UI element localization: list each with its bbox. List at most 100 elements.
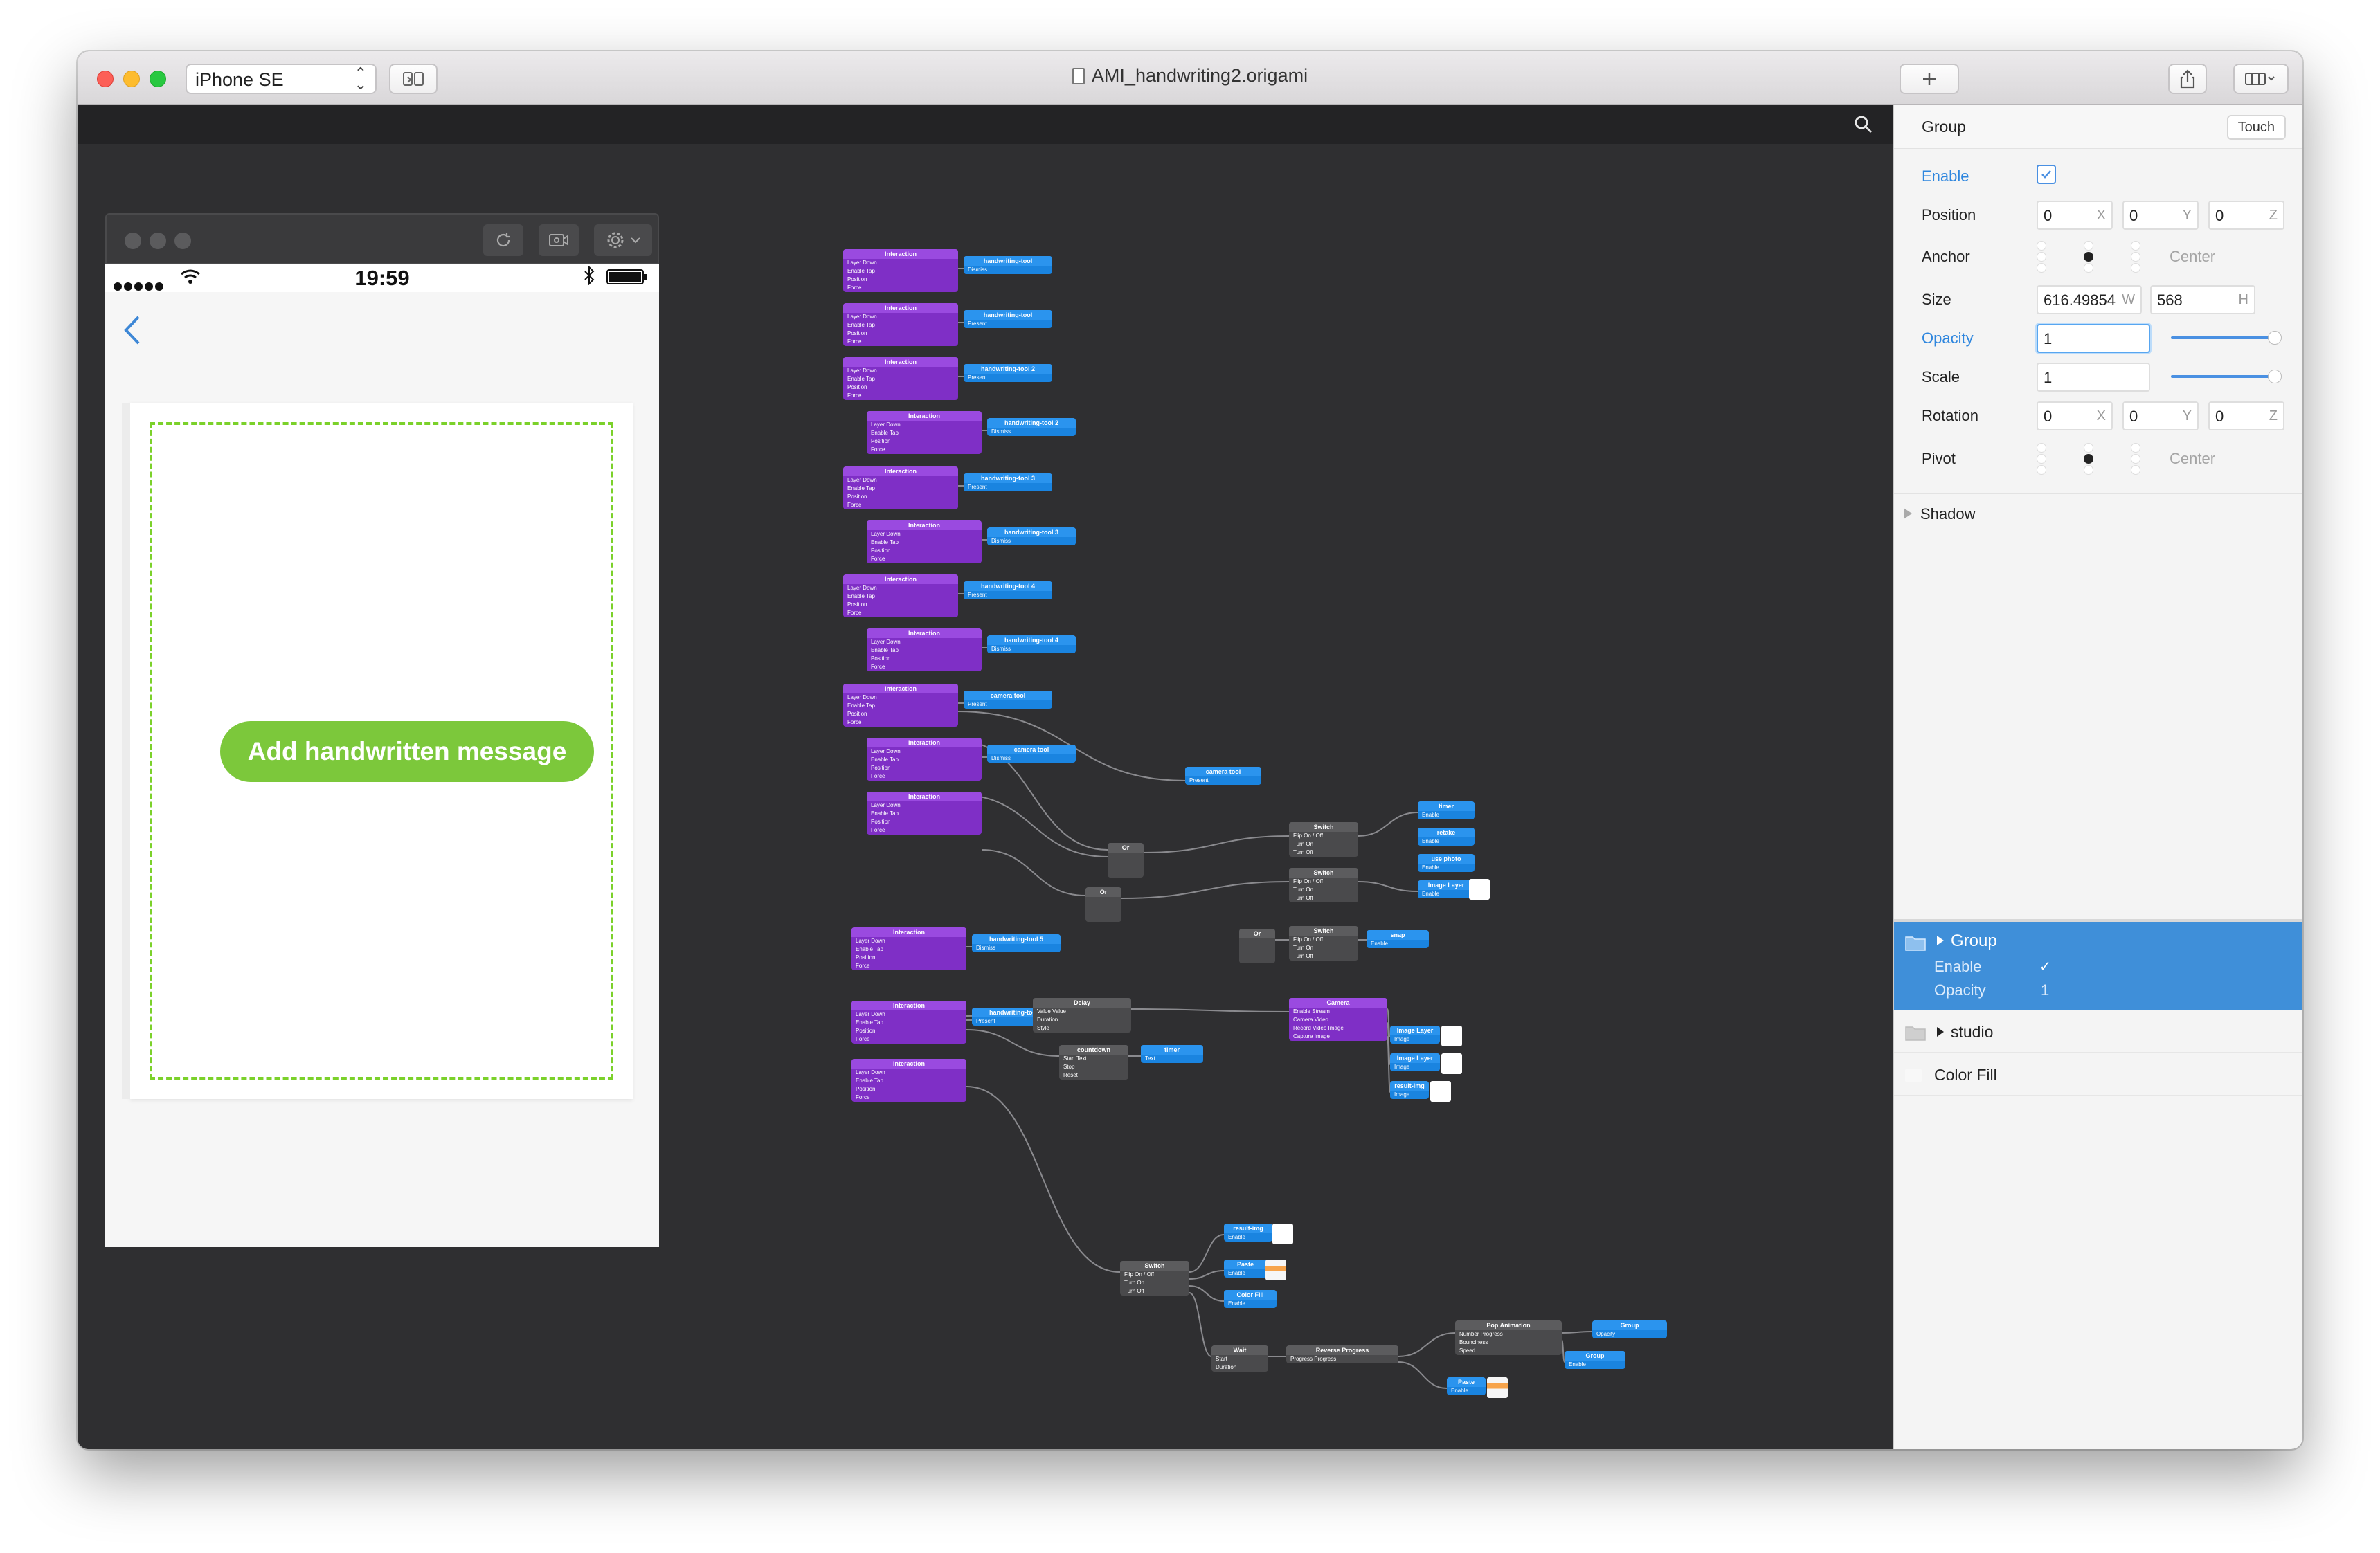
add-handwritten-message-button[interactable]: Add handwritten message bbox=[220, 721, 594, 782]
reload-button[interactable] bbox=[483, 224, 523, 256]
record-button[interactable] bbox=[539, 224, 579, 256]
pivot-picker[interactable] bbox=[2037, 443, 2140, 475]
canvas-area[interactable]: 19:59 Add handwritten message Interactio… bbox=[78, 105, 1893, 1449]
opacity-field[interactable]: 1 bbox=[2037, 324, 2150, 353]
disclosure-triangle-icon bbox=[1904, 508, 1912, 519]
close-window-button[interactable] bbox=[97, 71, 114, 87]
scale-field[interactable]: 1 bbox=[2037, 363, 2150, 392]
phone-preview[interactable]: 19:59 Add handwritten message bbox=[105, 264, 659, 1247]
scale-slider-knob[interactable] bbox=[2268, 370, 2282, 383]
touch-button[interactable]: Touch bbox=[2226, 115, 2286, 140]
enable-checkbox[interactable] bbox=[2037, 165, 2056, 184]
minimize-window-button[interactable] bbox=[123, 71, 140, 87]
search-icon[interactable] bbox=[1854, 115, 1873, 134]
back-chevron-icon[interactable] bbox=[119, 313, 147, 347]
expand-triangle-icon[interactable] bbox=[1936, 1026, 1945, 1038]
scale-slider[interactable] bbox=[2171, 375, 2275, 378]
add-button[interactable] bbox=[1900, 64, 1959, 94]
bluetooth-icon bbox=[584, 266, 595, 285]
share-button[interactable] bbox=[2168, 64, 2207, 94]
expand-triangle-icon[interactable] bbox=[1936, 934, 1945, 947]
layout-toggle-button[interactable] bbox=[2233, 64, 2289, 94]
shadow-section[interactable]: Shadow bbox=[1894, 493, 2302, 532]
layer-item-studio[interactable]: studio bbox=[1894, 1012, 2302, 1053]
opacity-slider-knob[interactable] bbox=[2268, 331, 2282, 345]
viewer-settings-button[interactable] bbox=[594, 224, 652, 256]
or-node[interactable]: Or bbox=[1108, 843, 1144, 878]
layer-item-group[interactable]: Group Enable ✓ Opacity 1 bbox=[1894, 922, 2302, 1010]
layer-item-color-fill[interactable]: Color Fill bbox=[1894, 1055, 2302, 1096]
mirror-device-button[interactable] bbox=[389, 64, 438, 94]
handwriting-dropzone[interactable] bbox=[150, 422, 613, 1080]
panel-divider[interactable] bbox=[1894, 919, 2302, 922]
plus-icon bbox=[1923, 73, 1936, 85]
or-node[interactable]: Or bbox=[1239, 929, 1275, 963]
device-select[interactable]: iPhone SE ⌃⌄ bbox=[186, 64, 377, 94]
anchor-picker[interactable] bbox=[2037, 241, 2140, 273]
or-node[interactable]: Or bbox=[1085, 887, 1121, 922]
zoom-window-button[interactable] bbox=[150, 71, 166, 87]
opacity-slider[interactable] bbox=[2171, 336, 2275, 339]
